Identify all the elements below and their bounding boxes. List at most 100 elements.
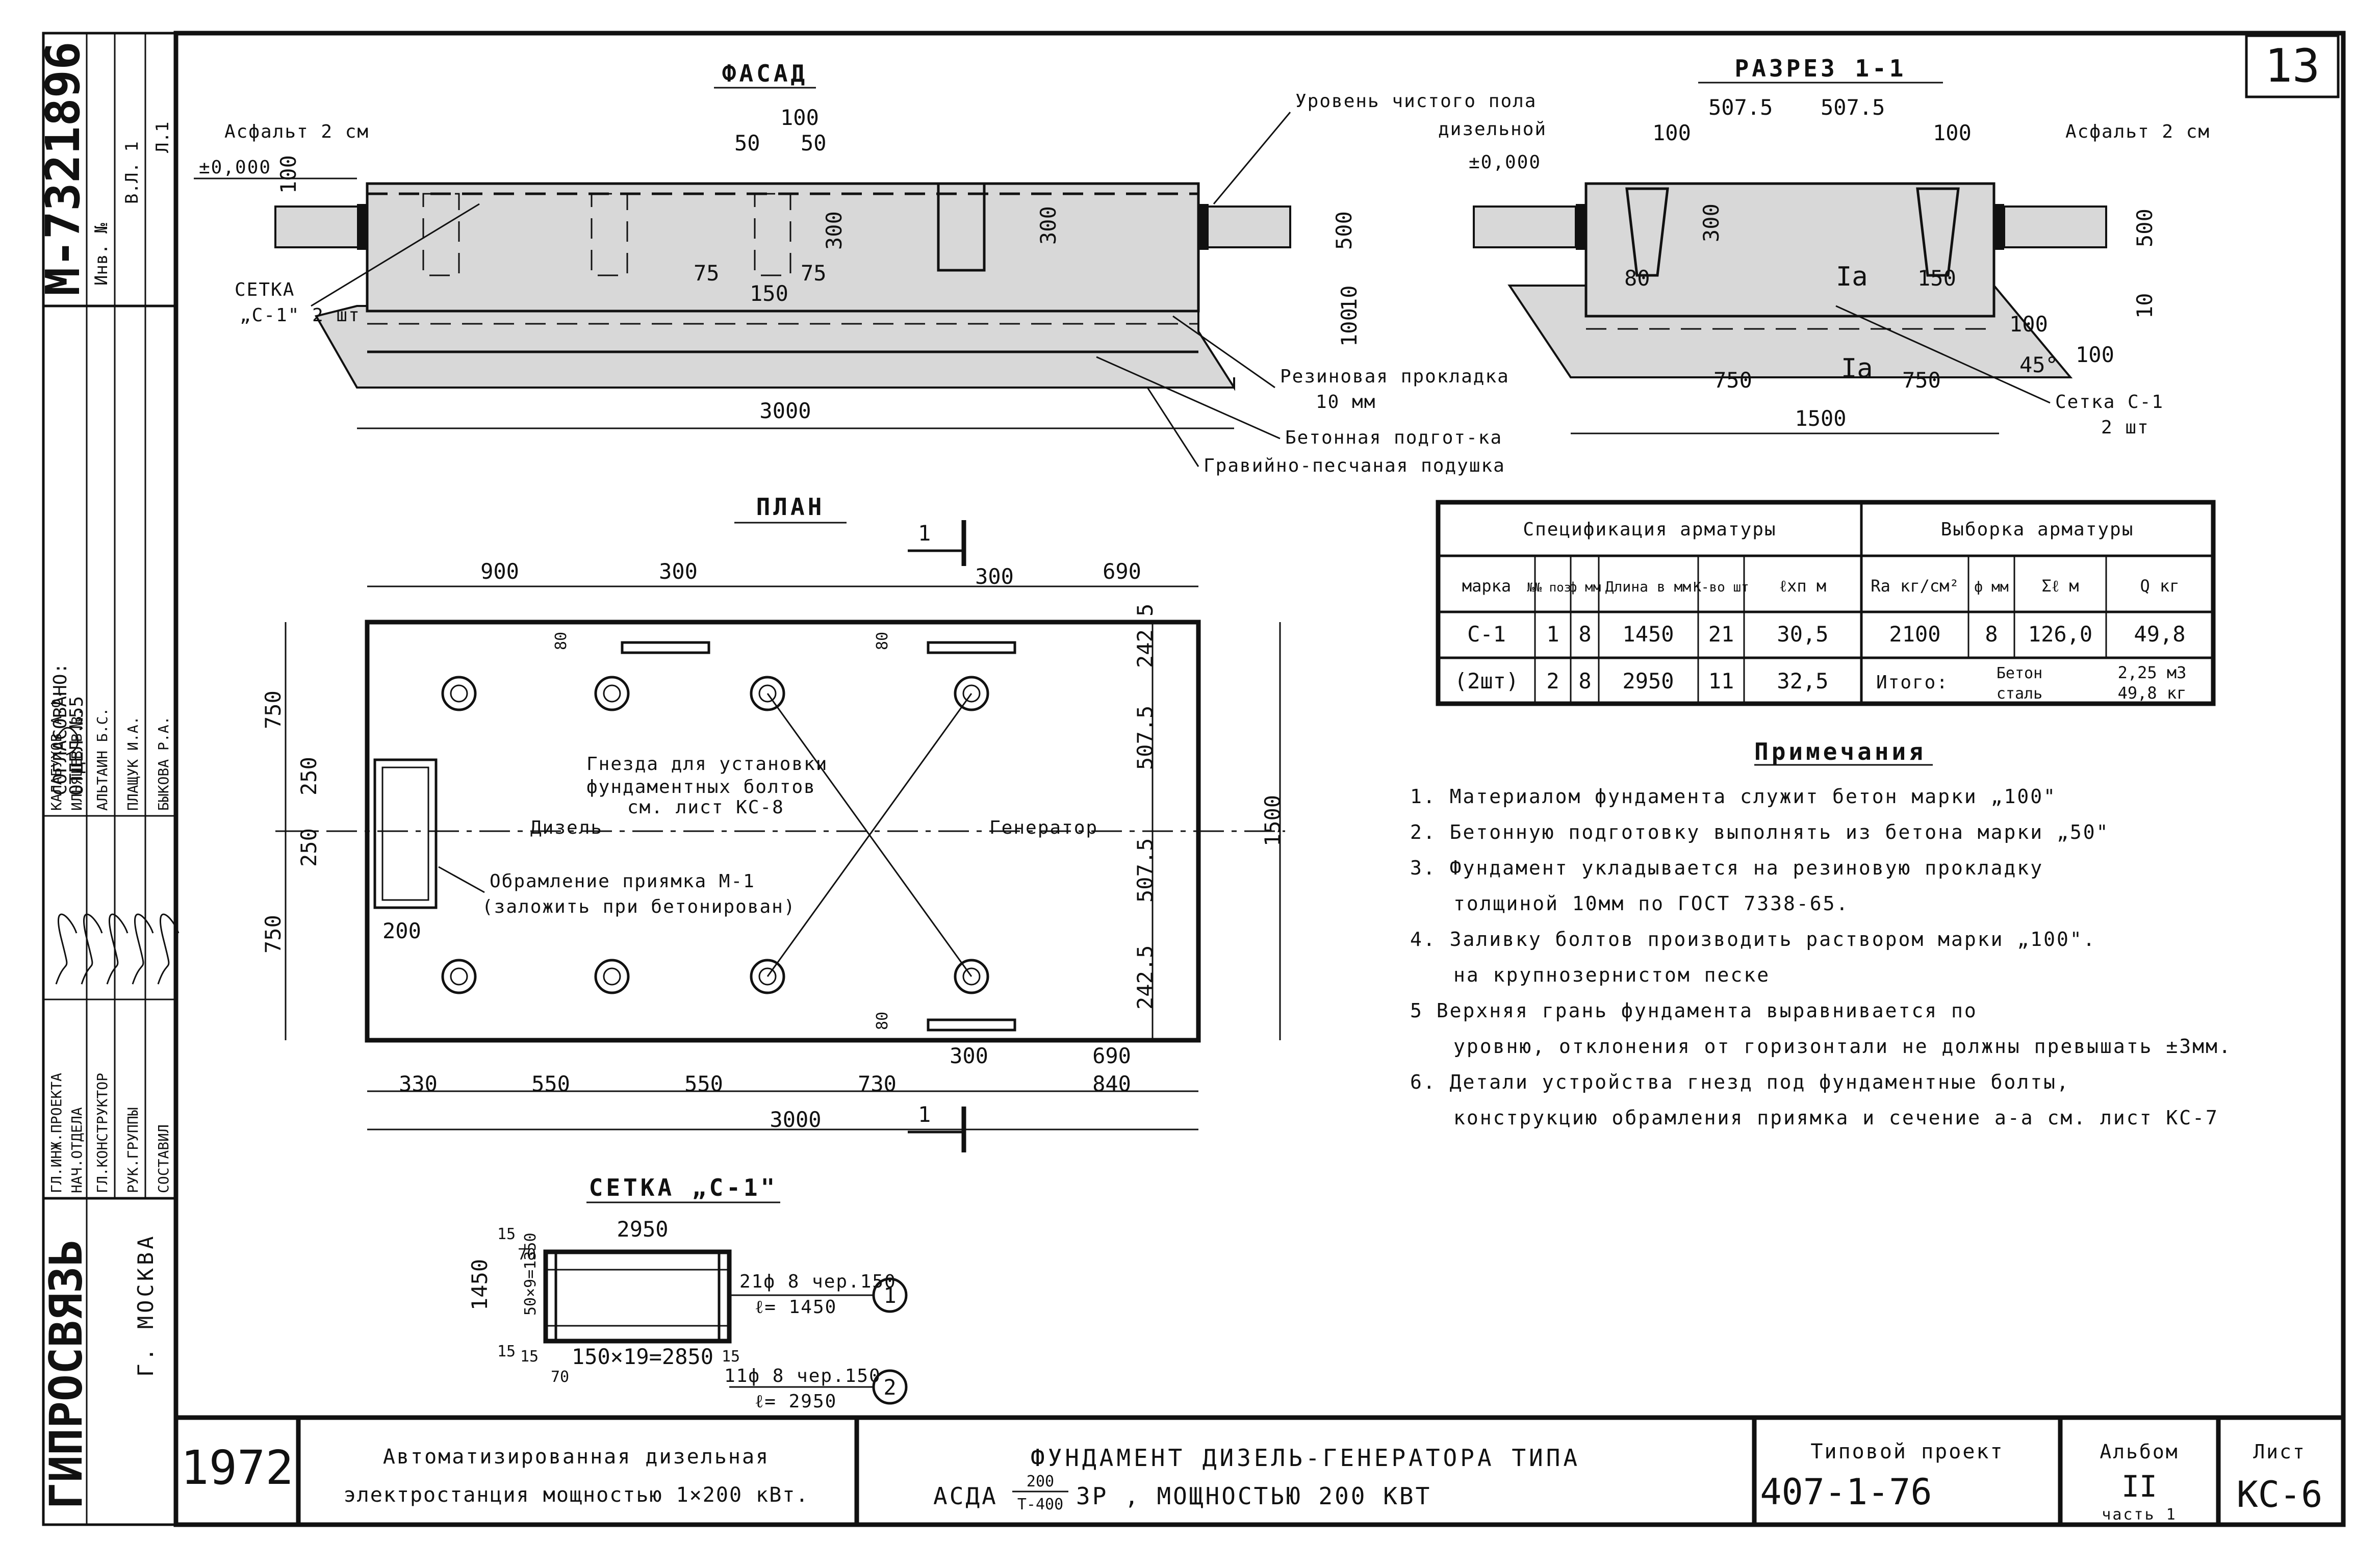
svg-text:550: 550 (684, 1071, 723, 1096)
svg-text:100: 100 (2076, 342, 2114, 367)
tb-drawing-1: ФУНДАМЕНТ ДИЗЕЛЬ-ГЕНЕРАТОРА ТИПА (1031, 1444, 1580, 1472)
svg-text:1: 1 (883, 1283, 896, 1308)
svg-text:К-во шт: К-во шт (1693, 580, 1749, 595)
svg-text:750: 750 (261, 690, 286, 729)
facade-title: ФАСАД (722, 60, 808, 87)
note-6: 6. Детали устройства гнезд под фундамент… (1410, 1071, 2070, 1093)
section-dim-width: 1500 (1795, 406, 1846, 431)
svg-text:242.5: 242.5 (1133, 945, 1158, 1010)
svg-text:Q кг: Q кг (2140, 576, 2179, 596)
notes-title: Примечания (1754, 738, 1926, 765)
note-1: 1. Материалом фундамента служит бетон ма… (1410, 785, 2057, 808)
svg-text:15: 15 (520, 1348, 539, 1366)
note-5-cont: уровню, отклонения от горизонтали не дол… (1453, 1035, 2232, 1058)
section-mark-1: Ia (1836, 262, 1868, 292)
svg-text:32,5: 32,5 (1777, 669, 1828, 693)
mesh-outline (543, 1249, 732, 1344)
left-stamp: М-7321896 Инв. № В.Л. 1 Л.1 СОГЛАСОВАНО:… (36, 32, 180, 1526)
facade-dim-length: 3000 (759, 398, 811, 423)
signature-agreed (55, 727, 79, 756)
sheet-number-box (2245, 34, 2340, 98)
svg-text:БЫКОВА Р.А.: БЫКОВА Р.А. (155, 716, 172, 811)
facade-concrete-prep: Бетонная подгот-ка (1285, 427, 1502, 448)
bolt-hole (594, 676, 630, 711)
svg-text:100: 100 (1337, 308, 1362, 347)
section-pocket-left (1625, 187, 1669, 277)
section-mesh-count: 2 шт (2101, 417, 2150, 438)
svg-text:1450: 1450 (1622, 622, 1674, 647)
note-3: 3. Фундамент укладывается на резиновую п… (1410, 857, 2043, 879)
svg-text:2,25 м3: 2,25 м3 (2118, 663, 2187, 682)
tb-project-1: Автоматизированная дизельная (383, 1445, 770, 1469)
pit-frame (373, 758, 438, 909)
tb-typ-value: 407-1-76 (1760, 1471, 1932, 1513)
tb-sheet-label: Лист (2253, 1441, 2306, 1463)
svg-text:300: 300 (659, 559, 698, 584)
facade-zero: ±0,000 (199, 157, 271, 178)
svg-text:100: 100 (2009, 312, 2048, 337)
bolt-holes (441, 676, 989, 994)
facade-view: ФАСАД ±0,000 Асфальт 2 см СЕТКА „С-1" 2 … (194, 60, 1547, 476)
tb-sheet-value: КС-6 (2237, 1474, 2323, 1515)
svg-text:507.5: 507.5 (1821, 95, 1885, 120)
note-2: 2. Бетонную подготовку выполнять из бето… (1410, 821, 2110, 843)
inv-label: Инв. № (91, 223, 112, 286)
facade-mesh-count: „С-1" 2 шт (240, 305, 361, 326)
svg-text:150×19=2850: 150×19=2850 (572, 1344, 713, 1369)
svg-text:РУК.ГРУППЫ: РУК.ГРУППЫ (124, 1107, 141, 1193)
svg-text:730: 730 (858, 1071, 897, 1096)
svg-text:500: 500 (2132, 209, 2157, 247)
tb-album-part: часть 1 (2102, 1506, 2177, 1524)
svg-text:500: 500 (1332, 211, 1357, 250)
svg-text:250: 250 (296, 828, 321, 867)
plan-frame-label: Обрамление приямка М-1 (490, 871, 755, 892)
note-3-cont: толщиной 10мм по ГОСТ 7338-65. (1453, 892, 1849, 915)
facade-bolt-pockets (422, 182, 986, 276)
svg-text:АЛЬТАИН Б.С.: АЛЬТАИН Б.С. (94, 708, 111, 811)
spec-table: Спецификация арматуры Выборка арматуры м… (1436, 500, 2216, 706)
svg-text:690: 690 (1092, 1043, 1131, 1068)
section-asphalt: Асфальт 2 см (2065, 121, 2210, 142)
agreed-label: СОГЛАСОВАНО: (50, 663, 71, 795)
svg-text:1: 1 (918, 521, 931, 546)
facade-asphalt: Асфальт 2 см (224, 121, 369, 142)
svg-text:100: 100 (1933, 120, 1972, 145)
bolt-hole (954, 676, 989, 711)
svg-text:ℓ= 2950: ℓ= 2950 (755, 1391, 837, 1412)
svg-text:1: 1 (918, 1102, 931, 1127)
svg-text:750: 750 (261, 915, 286, 954)
sheet-number: 13 (2265, 39, 2320, 93)
doc-number: М-7321896 (36, 42, 90, 296)
svg-text:Бетон: Бетон (1997, 664, 2042, 682)
facade-ground-left (274, 205, 368, 248)
stamp-roles: ГЛ.ИНЖ.ПРОЕКТА НАЧ.ОТДЕЛА ГЛ.КОНСТРУКТОР… (48, 1073, 172, 1193)
section-zero: ±0,000 (1469, 152, 1541, 173)
svg-text:см. лист КС-8: см. лист КС-8 (627, 797, 784, 818)
svg-text:НАЧ.ОТДЕЛА: НАЧ.ОТДЕЛА (68, 1107, 85, 1193)
svg-text:150: 150 (750, 281, 788, 306)
svg-text:ф мм: ф мм (1974, 578, 2009, 595)
svg-text:242.5: 242.5 (1133, 604, 1158, 668)
tb-album-label: Альбом (2100, 1441, 2179, 1463)
facade-diesel-room: дизельной (1438, 119, 1547, 140)
svg-text:75: 75 (694, 261, 720, 286)
notes: Примечания 1. Материалом фундамента служ… (1410, 738, 2232, 1129)
svg-text:690: 690 (1103, 559, 1141, 584)
facade-gravel: Гравийно-песчаная подушка (1204, 455, 1505, 476)
svg-text:30,5: 30,5 (1777, 622, 1828, 647)
facade-ground-right (1197, 205, 1291, 248)
svg-text:СОСТАВИЛ: СОСТАВИЛ (155, 1124, 172, 1193)
svg-text:50: 50 (801, 131, 827, 156)
bolt-hole (441, 959, 477, 994)
svg-text:2100: 2100 (1889, 622, 1940, 647)
svg-text:200: 200 (382, 918, 421, 943)
sheet-code: Л.1 (152, 122, 173, 153)
svg-text:1450: 1450 (467, 1259, 492, 1310)
svg-text:2: 2 (1546, 669, 1559, 693)
tb-drawing-2: 3Р , МОЩНОСТЬЮ 200 КВТ (1076, 1482, 1431, 1510)
svg-text:Т-400: Т-400 (1017, 1496, 1063, 1513)
svg-text:750: 750 (1902, 368, 1941, 393)
vl-label: В.Л. 1 (122, 141, 142, 204)
bolt-hole (954, 959, 989, 994)
